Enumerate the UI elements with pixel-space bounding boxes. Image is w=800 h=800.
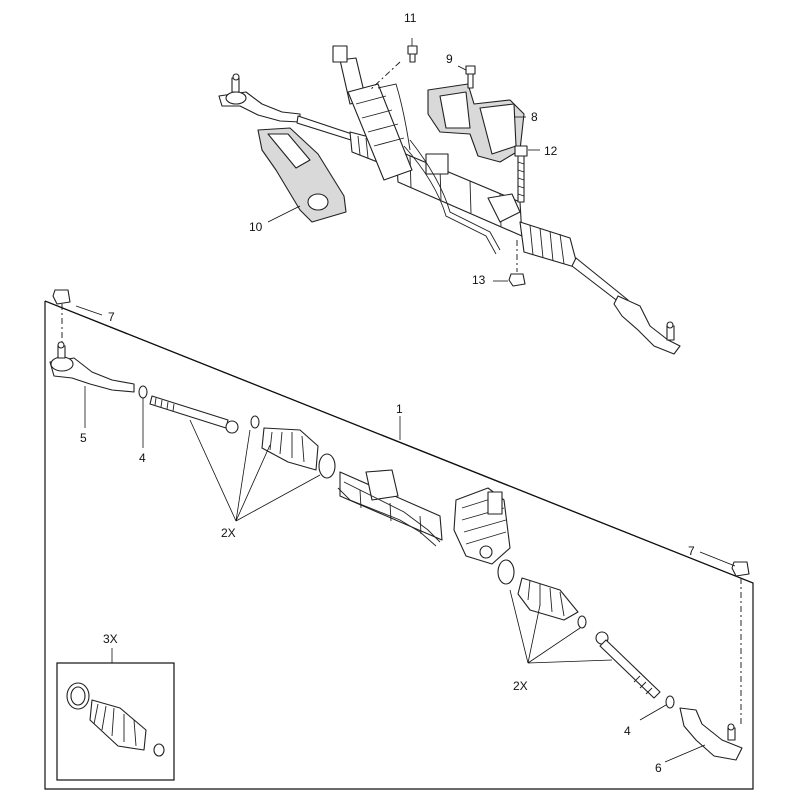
- assembled-steering-rack-view: [218, 38, 681, 355]
- bolt-11: [407, 45, 418, 63]
- tie-rod-end-5: [49, 341, 135, 393]
- callout-4-left: 4: [139, 451, 146, 465]
- nut-7-left: [52, 289, 71, 342]
- nut-7-right: [731, 561, 750, 724]
- callout-1: 1: [396, 402, 403, 416]
- bolt-12: [514, 145, 528, 203]
- rack-housing: [337, 469, 443, 547]
- callout-10: 10: [249, 220, 263, 234]
- callout-5: 5: [80, 431, 87, 445]
- boot-clamp-large-left: [318, 453, 336, 479]
- callout-labels: 1 2X 2X 3X 4 4 5 6 7 7 8 9 10 11 12 13: [80, 11, 695, 775]
- boot-clamp-small-left: [250, 415, 260, 429]
- pinion-valve: [453, 487, 511, 565]
- callout-6: 6: [655, 761, 662, 775]
- callout-7-right: 7: [688, 544, 695, 558]
- heat-shield-10: [257, 127, 347, 223]
- callout-8: 8: [531, 110, 538, 124]
- jam-nut-4-left: [138, 385, 148, 399]
- inner-tie-rod-right: [595, 631, 661, 699]
- top-pinion-valve: [332, 45, 413, 181]
- callout-3x: 3X: [103, 632, 118, 646]
- boot-clamp-large-right: [497, 559, 515, 585]
- callout-11: 11: [404, 11, 417, 25]
- top-rack-housing: [395, 139, 523, 255]
- callout-2x-left: 2X: [221, 526, 236, 540]
- boot-left: [261, 427, 319, 471]
- top-left-tie-rod-end: [218, 73, 301, 123]
- callout-12: 12: [544, 144, 558, 158]
- tie-rod-end-6: [679, 707, 743, 761]
- callout-4-right: 4: [624, 724, 631, 738]
- jam-nut-4-right: [665, 695, 675, 709]
- top-right-boot: [519, 221, 579, 269]
- callout-13: 13: [472, 273, 486, 287]
- boot-clamp-small-right: [577, 615, 587, 629]
- top-right-tie-rod-end: [613, 295, 681, 355]
- callout-2x-right: 2X: [513, 679, 528, 693]
- heat-shield-8: [427, 83, 525, 163]
- callout-9: 9: [446, 52, 453, 66]
- boot-right: [517, 577, 579, 621]
- callout-7-left: 7: [108, 310, 115, 324]
- top-left-tie-rod: [296, 115, 353, 141]
- inner-tie-rod-left: [149, 395, 239, 434]
- boot-kit-inset: [56, 648, 175, 781]
- nut-13: [508, 240, 526, 287]
- exploded-view: [49, 289, 750, 763]
